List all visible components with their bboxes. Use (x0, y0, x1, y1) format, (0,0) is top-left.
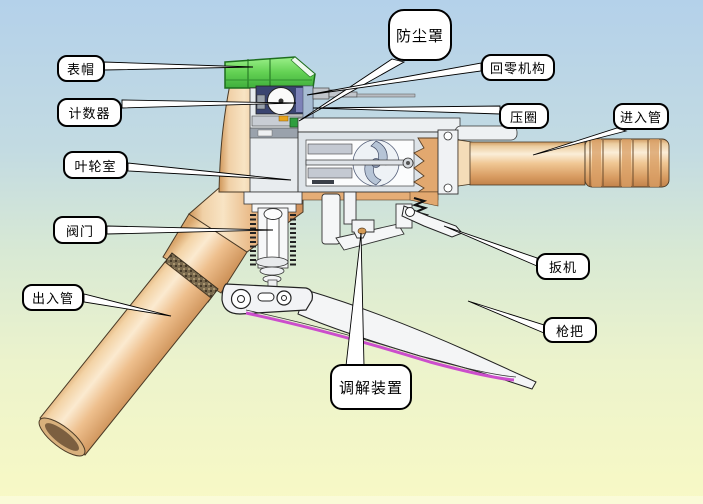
label-grip-text: 枪把 (555, 323, 584, 339)
label-zero-reset-text: 回零机构 (489, 61, 546, 76)
gear-chip (278, 115, 289, 122)
label-counter-text: 计数器 (68, 106, 111, 121)
label-grip: 枪把 (543, 317, 597, 343)
impeller-chamber-shape (297, 117, 518, 207)
label-adjuster: 调解装置 (330, 364, 412, 410)
inlet-pipe-shape (457, 138, 670, 188)
leader-impeller-chamber (127, 162, 292, 181)
outlet-pipe-shape (38, 213, 248, 457)
label-zero-reset: 回零机构 (481, 54, 555, 81)
hose-trim (245, 311, 515, 382)
label-dust-cover: 防尘罩 (388, 9, 452, 61)
label-inlet-pipe-text: 进入管 (619, 110, 662, 125)
trigger-shape (401, 196, 463, 238)
label-impeller-chamber-text: 叶轮室 (74, 158, 117, 174)
valve-shape (243, 191, 303, 283)
label-valve-text: 阀门 (65, 223, 94, 239)
label-outlet-pipe: 出入管 (22, 284, 84, 311)
label-outlet-pipe-text: 出入管 (31, 291, 74, 306)
meter-cap-shape (224, 56, 316, 89)
adjuster-screw (357, 227, 367, 235)
label-pressure-ring: 压圈 (499, 103, 549, 129)
leader-outlet-pipe (83, 293, 172, 317)
leader-valve (106, 225, 274, 235)
label-counter: 计数器 (57, 98, 122, 127)
label-adjuster-text: 调解装置 (338, 379, 403, 397)
label-pressure-ring-text: 压圈 (509, 109, 538, 125)
chamber-shaft (305, 159, 407, 166)
label-meter-cap: 表帽 (57, 55, 105, 82)
outlet-pipe-opening (38, 417, 86, 457)
label-valve: 阀门 (53, 216, 107, 244)
label-trigger-text: 扳机 (548, 260, 577, 275)
label-trigger: 扳机 (536, 253, 590, 280)
label-meter-cap-text: 表帽 (66, 62, 95, 77)
background-bottom-strip (0, 496, 703, 504)
label-impeller-chamber: 叶轮室 (63, 151, 128, 179)
adjuster-bracket (343, 191, 357, 225)
leader-counter (121, 99, 297, 109)
label-inlet-pipe: 进入管 (613, 103, 669, 130)
label-dust-cover-text: 防尘罩 (395, 27, 444, 45)
